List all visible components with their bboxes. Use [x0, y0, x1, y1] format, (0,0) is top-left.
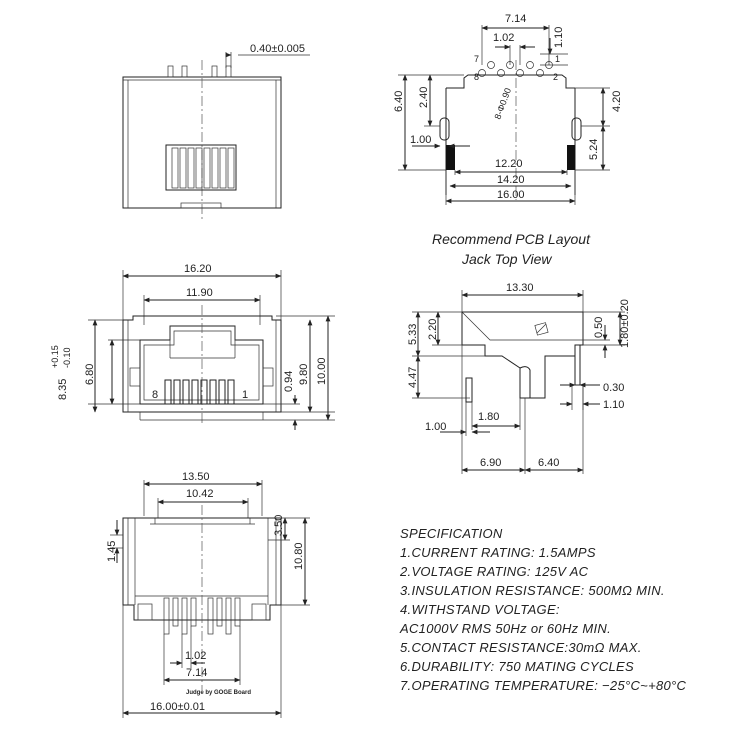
dim-pitch: 1.02: [493, 32, 514, 44]
bottom-pins: [163, 597, 241, 635]
dim-bottom-left-small: 1.45: [106, 541, 118, 562]
bottom-view: 13.50 10.42 1.: [106, 471, 310, 718]
dim-right-lower: 5.24: [588, 139, 600, 160]
dim-bottom-outer-width: 13.50: [182, 471, 210, 483]
dim-bottom-right-small: 3.50: [273, 515, 285, 536]
dim-front-inner-width: 11.90: [186, 287, 213, 299]
dim-peg-span: 14.20: [497, 174, 525, 186]
front-contacts: [164, 379, 235, 405]
dim-pitch-total: 7.14: [505, 13, 526, 25]
front-pin-1: 1: [242, 389, 248, 401]
right-peg-slot: [571, 117, 582, 141]
layout-title-line2: Jack Top View: [461, 251, 552, 267]
dim-bottom-overall-height: 10.80: [293, 542, 305, 570]
contact-window: [165, 144, 237, 191]
dim-bottom-pin-span: 7.14: [186, 667, 207, 679]
pin-holes: [478, 61, 553, 77]
dim-front-small: 0.94: [283, 371, 295, 392]
dim-side-peg-width: 1.00: [425, 421, 446, 433]
dim-inner-span: 12.20: [495, 158, 523, 170]
front-view: 16.20 11.90 8 1: [50, 263, 335, 430]
dim-tol-upper: +0.15: [50, 345, 60, 368]
spec-item: 2.VOLTAGE RATING: 125V AC: [399, 564, 589, 579]
pin-label-1: 1: [555, 54, 560, 64]
dim-height-total: 6.40: [393, 91, 405, 112]
spec-item: AC1000V RMS 50Hz or 60Hz MIN.: [399, 621, 611, 636]
dim-front-overall-height: 10.00: [316, 357, 328, 385]
pin-width-dim: 0.40±0.005: [250, 43, 305, 55]
dim-side-shield-height: 1.80±0.20: [619, 299, 631, 348]
dim-side-upper-inner: 2.20: [427, 319, 439, 340]
dim-overall-width: 16.00: [497, 189, 525, 201]
dim-tol-lower: -0.10: [62, 347, 72, 368]
left-peg-slot: [439, 117, 450, 141]
dim-side-lower-height: 4.47: [407, 367, 419, 388]
dim-side-shield: 0.50: [593, 317, 605, 338]
spec-item: 1.CURRENT RATING: 1.5AMPS: [400, 545, 596, 560]
spec-heading: SPECIFICATION: [400, 526, 503, 541]
pin-label-8: 8: [474, 72, 479, 82]
right-shield-tab: [567, 145, 575, 170]
dim-side-rear-part: 6.40: [538, 457, 559, 469]
spec-item: 4.WITHSTAND VOLTAGE:: [400, 602, 560, 617]
pin-label-2: 2: [553, 72, 558, 82]
dim-side-upper-height: 5.33: [407, 324, 419, 345]
dim-bottom-base-width: 16.00±0.01: [150, 701, 205, 713]
dim-bottom-pin-pitch: 1.02: [185, 650, 206, 662]
dim-bottom-inner-width: 10.42: [186, 488, 214, 500]
side-body-outline: [461, 311, 584, 399]
specification-block: SPECIFICATION 1.CURRENT RATING: 1.5AMPS …: [399, 526, 687, 693]
left-shield-tab: [446, 145, 455, 170]
spec-item: 6.DURABILITY: 750 MATING CYCLES: [400, 659, 634, 674]
dim-opening-height: 6.80: [84, 364, 96, 385]
dim-front-height-left: 8.35: [57, 379, 69, 400]
dim-side-front-part: 6.90: [480, 457, 501, 469]
dim-side-top-length: 13.30: [506, 282, 534, 294]
dim-right-upper: 4.20: [611, 91, 623, 112]
dim-side-peg-offset: 1.80: [478, 411, 499, 423]
hole-dia-dim: 8-Φ0.90: [492, 87, 513, 121]
dim-to-pins: 2.40: [418, 87, 430, 108]
dim-side-pin-length: 1.10: [603, 399, 624, 411]
spec-item: 3.INSULATION RESISTANCE: 500MΩ MIN.: [400, 583, 665, 598]
dim-row-offset: 1.10: [553, 27, 565, 48]
top-pins: [167, 65, 232, 78]
dim-slot-width: 1.00: [410, 134, 431, 146]
pcb-layout-view: 7.14 1.02 1.10 7 8 1 2 8-Φ0.90: [393, 13, 623, 205]
side-shield-pin: [574, 345, 581, 386]
side-view: 13.30 5.33 2.20 4.47 0.50 1.80±0.20: [407, 282, 631, 474]
top-left-view: 0.40±0.005: [122, 43, 310, 222]
spec-item: 5.CONTACT RESISTANCE:30mΩ MAX.: [400, 640, 642, 655]
dim-front-body-height: 9.80: [298, 364, 310, 385]
dim-front-outer-width: 16.20: [184, 263, 212, 275]
pin-label-7: 7: [474, 54, 479, 64]
dim-side-pin-thickness: 0.30: [603, 382, 624, 394]
layout-title-line1: Recommend PCB Layout: [432, 231, 591, 247]
spec-item: 7.OPERATING TEMPERATURE: −25°C~+80°C: [400, 678, 687, 693]
front-pin-8: 8: [152, 389, 158, 401]
caption: Judge by GOGE Board: [186, 690, 251, 696]
bottom-body-outline: [122, 517, 282, 621]
top-contacts: [171, 147, 235, 189]
front-body-outline: [122, 315, 282, 413]
pcb-top-edge: [446, 74, 575, 89]
side-peg: [465, 377, 473, 403]
